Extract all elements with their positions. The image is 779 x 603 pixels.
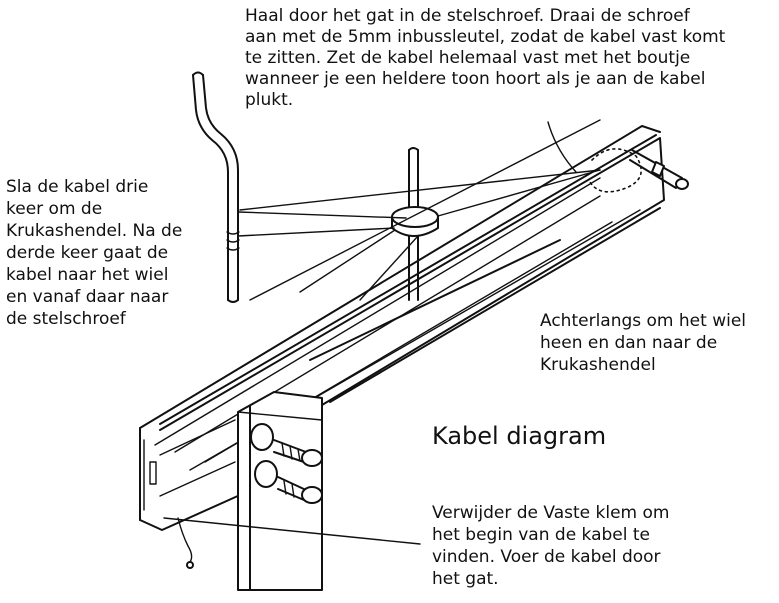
leader-lines — [163, 121, 577, 545]
note-fixed-clamp: Verwijder de Vaste klem om het begin van… — [432, 503, 670, 589]
clamp-bolt-lower — [254, 460, 323, 504]
tensioning-screw — [629, 149, 689, 190]
diagram-title: Kabel diagram — [432, 422, 607, 450]
note-tensioning-screw: Haal door het gat in de stelschroef. Dra… — [245, 6, 726, 110]
cable — [237, 169, 601, 301]
note-wheel-route: Achterlangs om het wiel heen en dan naar… — [540, 311, 747, 375]
note-crank-handle: Sla de kabel drie keer om de Krukashende… — [6, 177, 183, 329]
clamp-bolt-upper — [250, 423, 323, 467]
crank-handle — [192, 71, 240, 303]
tension-wheel — [391, 206, 439, 237]
cable-end — [177, 517, 194, 569]
